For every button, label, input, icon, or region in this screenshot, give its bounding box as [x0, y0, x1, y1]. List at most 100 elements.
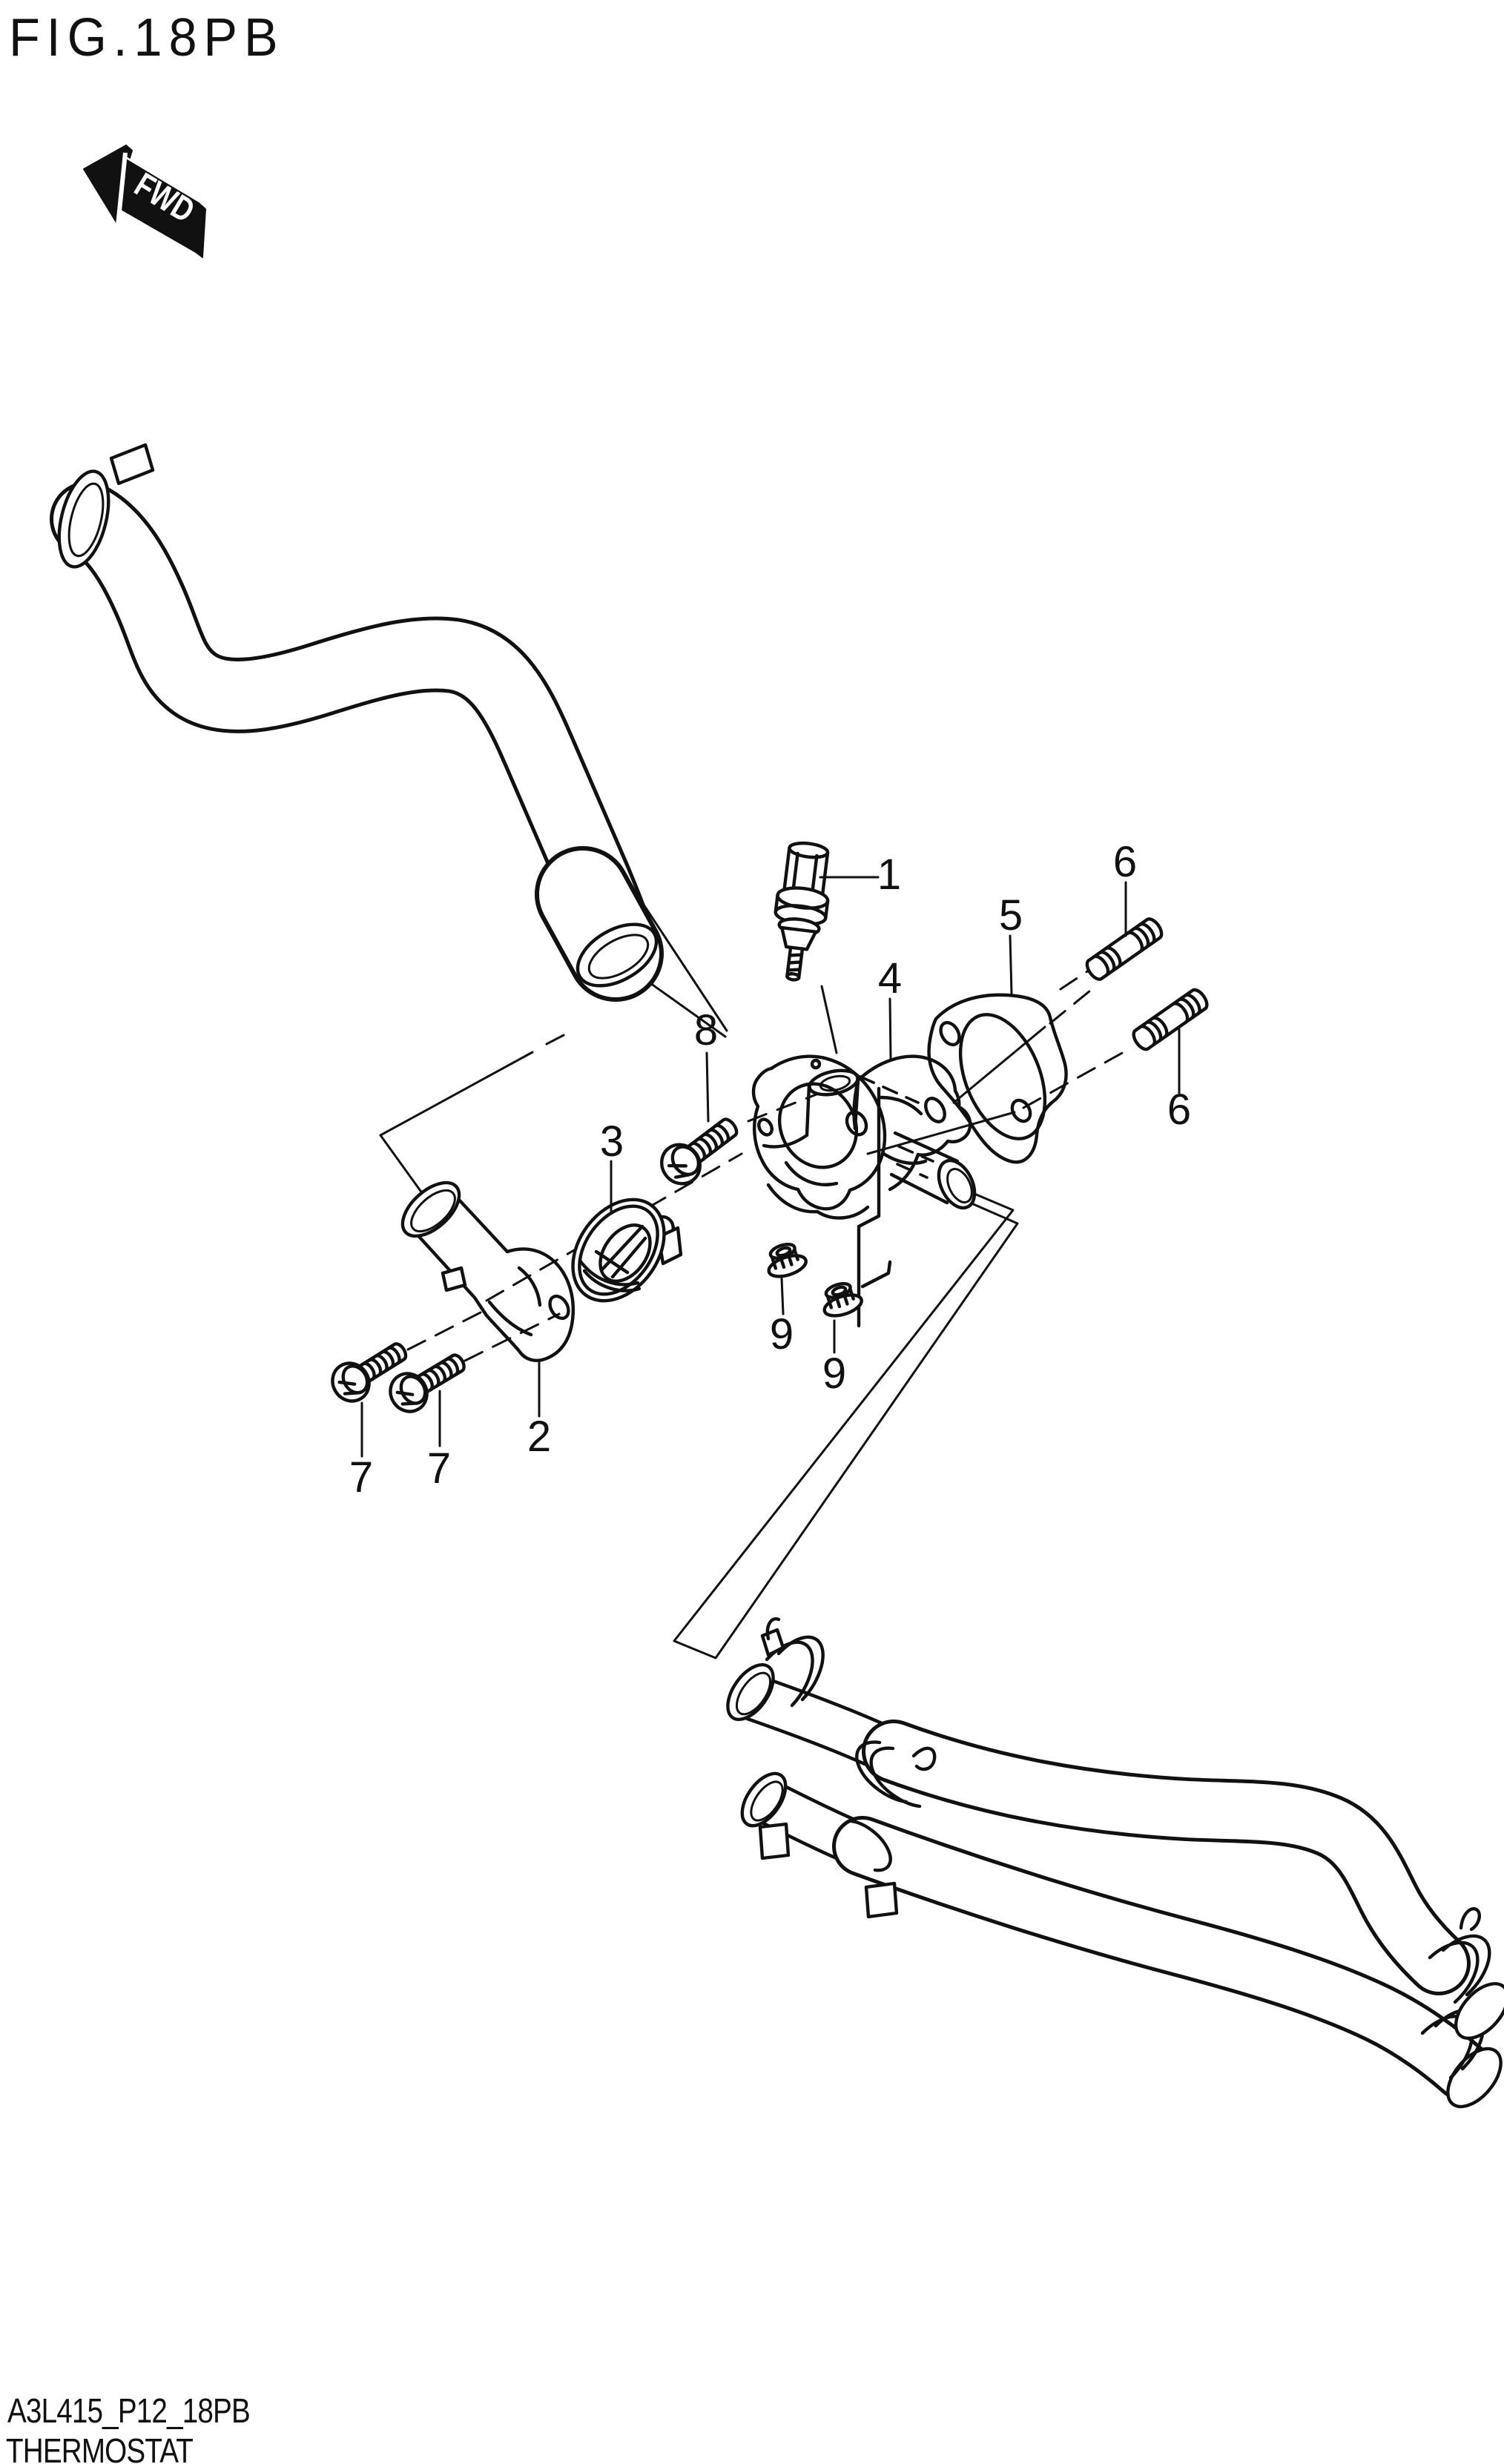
front-hose-clamp-tab — [1459, 1907, 1481, 1932]
front-mid-clamp-curl — [911, 1746, 937, 1771]
callout-4: 4 — [877, 954, 903, 1003]
front-pipe-end — [726, 1662, 775, 1722]
inlet-flange-hole — [548, 1294, 570, 1321]
upper-radiator-hose — [50, 443, 664, 1002]
flange-nut-right — [822, 1281, 863, 1318]
water-temperature-sensor — [774, 841, 830, 982]
cap-ear-hole — [924, 1097, 946, 1123]
hose-nub — [109, 443, 155, 486]
inlet-bolt-right — [389, 1353, 466, 1413]
case-ear-hole-right — [845, 1110, 868, 1137]
leader-9a — [780, 1277, 785, 1315]
callout-8: 8 — [693, 1006, 719, 1054]
rear-pipe-end — [740, 1771, 788, 1828]
inlet-tab — [441, 1266, 467, 1292]
stud-bolt-upper — [1085, 917, 1164, 981]
thermostat-opening — [598, 1223, 652, 1283]
axis-studA-tail — [1059, 970, 1089, 991]
assembly-center-lines — [406, 970, 1132, 1362]
sensor-tip — [785, 972, 801, 982]
outlet-to-pipes-pointer — [673, 1186, 1019, 1659]
fwd-arrow-side-face — [195, 202, 206, 258]
fwd-arrow-slit — [116, 152, 128, 226]
rear-pipe-bracket-tab — [758, 1822, 791, 1860]
axis-bolt7b — [464, 1312, 561, 1362]
callout-3: 3 — [599, 1117, 624, 1166]
thermostat-case — [751, 1054, 977, 1328]
thermostat-gasket — [927, 993, 1068, 1164]
front-pipe-bore — [735, 1671, 772, 1716]
flange-nut-left — [767, 1242, 808, 1278]
footer-code: A3L415_P12_18PB — [7, 2391, 251, 2430]
outlet-cap-bolt — [660, 1117, 739, 1186]
gasket-outline — [927, 993, 1068, 1164]
callout-9-right: 9 — [822, 1350, 847, 1398]
thermostat-part — [571, 1198, 683, 1303]
thermostat-rim — [578, 1204, 659, 1296]
callout-5: 5 — [998, 891, 1023, 939]
case-ear-hole-left — [757, 1117, 774, 1137]
rear-hose-cuff — [849, 1819, 892, 1872]
thermostat-bridge — [578, 1258, 641, 1292]
case-body-edges — [879, 1095, 928, 1192]
front-pipe-clamp-curl — [765, 1617, 781, 1641]
callout-9-left: 9 — [769, 1310, 794, 1358]
case-scallops — [766, 1160, 870, 1220]
callout-2: 2 — [527, 1413, 552, 1461]
callout-leaders — [360, 876, 1181, 1458]
sensor-thread — [785, 945, 805, 980]
callout-6-upper: 6 — [1112, 838, 1138, 886]
hose-open-end-inner — [67, 482, 105, 558]
inlet-flange — [472, 1247, 575, 1362]
front-hose-end — [1454, 1982, 1504, 2040]
water-inlet-pipe-part — [400, 1180, 575, 1362]
inlet-pointer — [379, 1034, 565, 1216]
sensor-boss-pointer — [820, 985, 838, 1054]
gasket-hole-top — [939, 1020, 961, 1047]
leader-4 — [888, 997, 892, 1060]
inlet-tube-bore — [410, 1189, 456, 1233]
footer-title: THERMOSTAT — [6, 2431, 194, 2464]
axis-gasket-to-studB — [1022, 1047, 1132, 1109]
rear-hose-bracket-tab — [864, 1881, 899, 1919]
rear-pipe-bore — [750, 1780, 784, 1822]
rear-hose-white — [836, 1820, 1489, 2097]
sensor-top — [788, 841, 830, 859]
hose-white — [53, 485, 647, 962]
page-title: FIG.18PB — [9, 8, 285, 67]
case-bracket — [857, 1086, 892, 1328]
sensor-taper — [780, 925, 818, 951]
leader-8 — [705, 1051, 710, 1123]
front-hose-white — [865, 1723, 1467, 1992]
inlet-flange-detail — [487, 1266, 542, 1337]
water-pipe-rear — [740, 1771, 1503, 2109]
axis-bolt7a — [406, 1311, 482, 1351]
gasket-hole-bottom — [1010, 1098, 1032, 1123]
thermostat-valve-lines — [594, 1224, 647, 1279]
case-front-flange — [751, 1054, 887, 1211]
gasket-opening — [958, 1013, 1047, 1140]
water-pipe-front — [726, 1617, 1504, 2040]
cap-hidden-edge — [859, 1075, 920, 1104]
case-dot — [810, 1058, 822, 1070]
outlet-hidden-lines — [896, 1145, 934, 1179]
case-opening — [777, 1082, 859, 1169]
hose-open-end — [57, 469, 111, 569]
callout-7-right: 7 — [426, 1444, 452, 1493]
front-hose-clamp — [1428, 1934, 1491, 2004]
outlet-pipe-bore — [946, 1168, 973, 1203]
inlet-tube-end — [400, 1180, 461, 1238]
front-mid-clamp — [855, 1740, 922, 1809]
axis-gasket-to-studA — [1049, 989, 1092, 1025]
hose-collar-bore — [587, 934, 650, 980]
outlet-pipe-sides — [889, 1131, 960, 1205]
hose-collar-end — [575, 922, 659, 988]
callout-6-lower: 6 — [1167, 1086, 1192, 1134]
water-outlet-cap-drawing — [762, 1054, 972, 1157]
axis-case-to-gasket — [866, 1111, 1016, 1155]
inlet-bolt-left — [331, 1342, 408, 1403]
leader-5 — [1009, 934, 1013, 995]
fwd-arrow-icon: FWD — [83, 145, 206, 258]
